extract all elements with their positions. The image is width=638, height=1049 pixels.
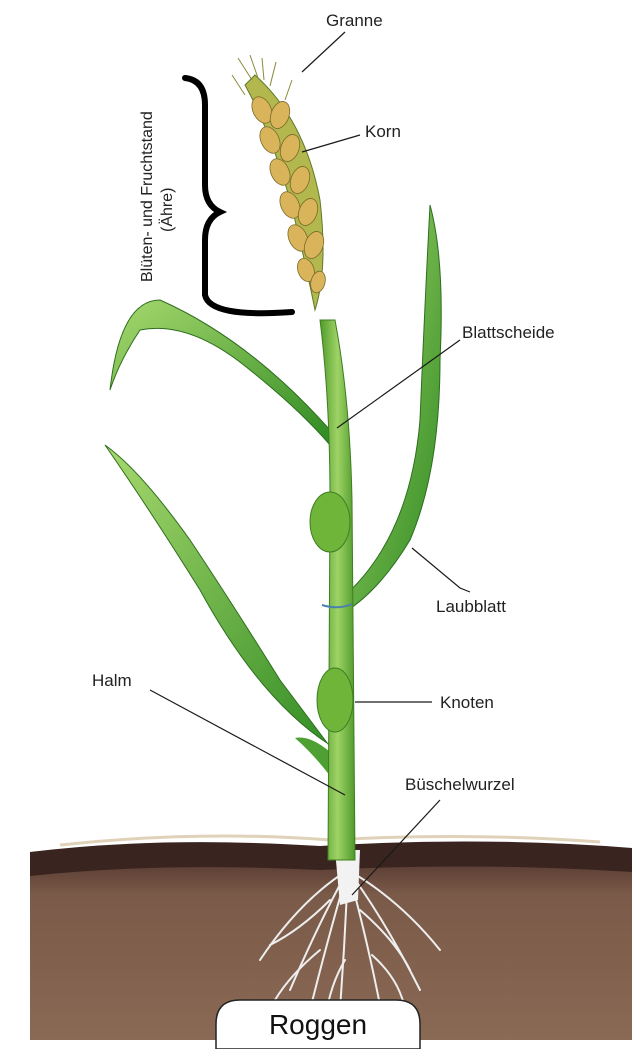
leaves [105, 205, 441, 795]
label-bluete-line1: Blüten- und Fruchtstand [139, 111, 156, 282]
ear [232, 55, 328, 310]
label-laubblatt: Laubblatt [436, 597, 506, 616]
label-blattscheide: Blattscheide [462, 323, 555, 342]
leader-blattscheide [337, 340, 460, 428]
leader-korn [302, 135, 360, 152]
node-upper [310, 492, 350, 552]
label-korn: Korn [365, 122, 401, 141]
label-knoten: Knoten [440, 693, 494, 712]
label-bluete-line2: (Ähre) [158, 188, 176, 232]
label-granne: Granne [326, 11, 383, 30]
title-pill: Roggen [216, 1000, 420, 1049]
label-bueschelwurzel: Büschelwurzel [405, 775, 515, 794]
label-halm: Halm [92, 671, 132, 690]
label-bluete-group: Blüten- und Fruchtstand (Ähre) [139, 111, 176, 282]
leader-laubblatt [412, 548, 470, 592]
leader-granne [302, 32, 345, 72]
diagram-title: Roggen [269, 1009, 367, 1040]
node-lower [317, 668, 353, 732]
stem [310, 320, 355, 860]
